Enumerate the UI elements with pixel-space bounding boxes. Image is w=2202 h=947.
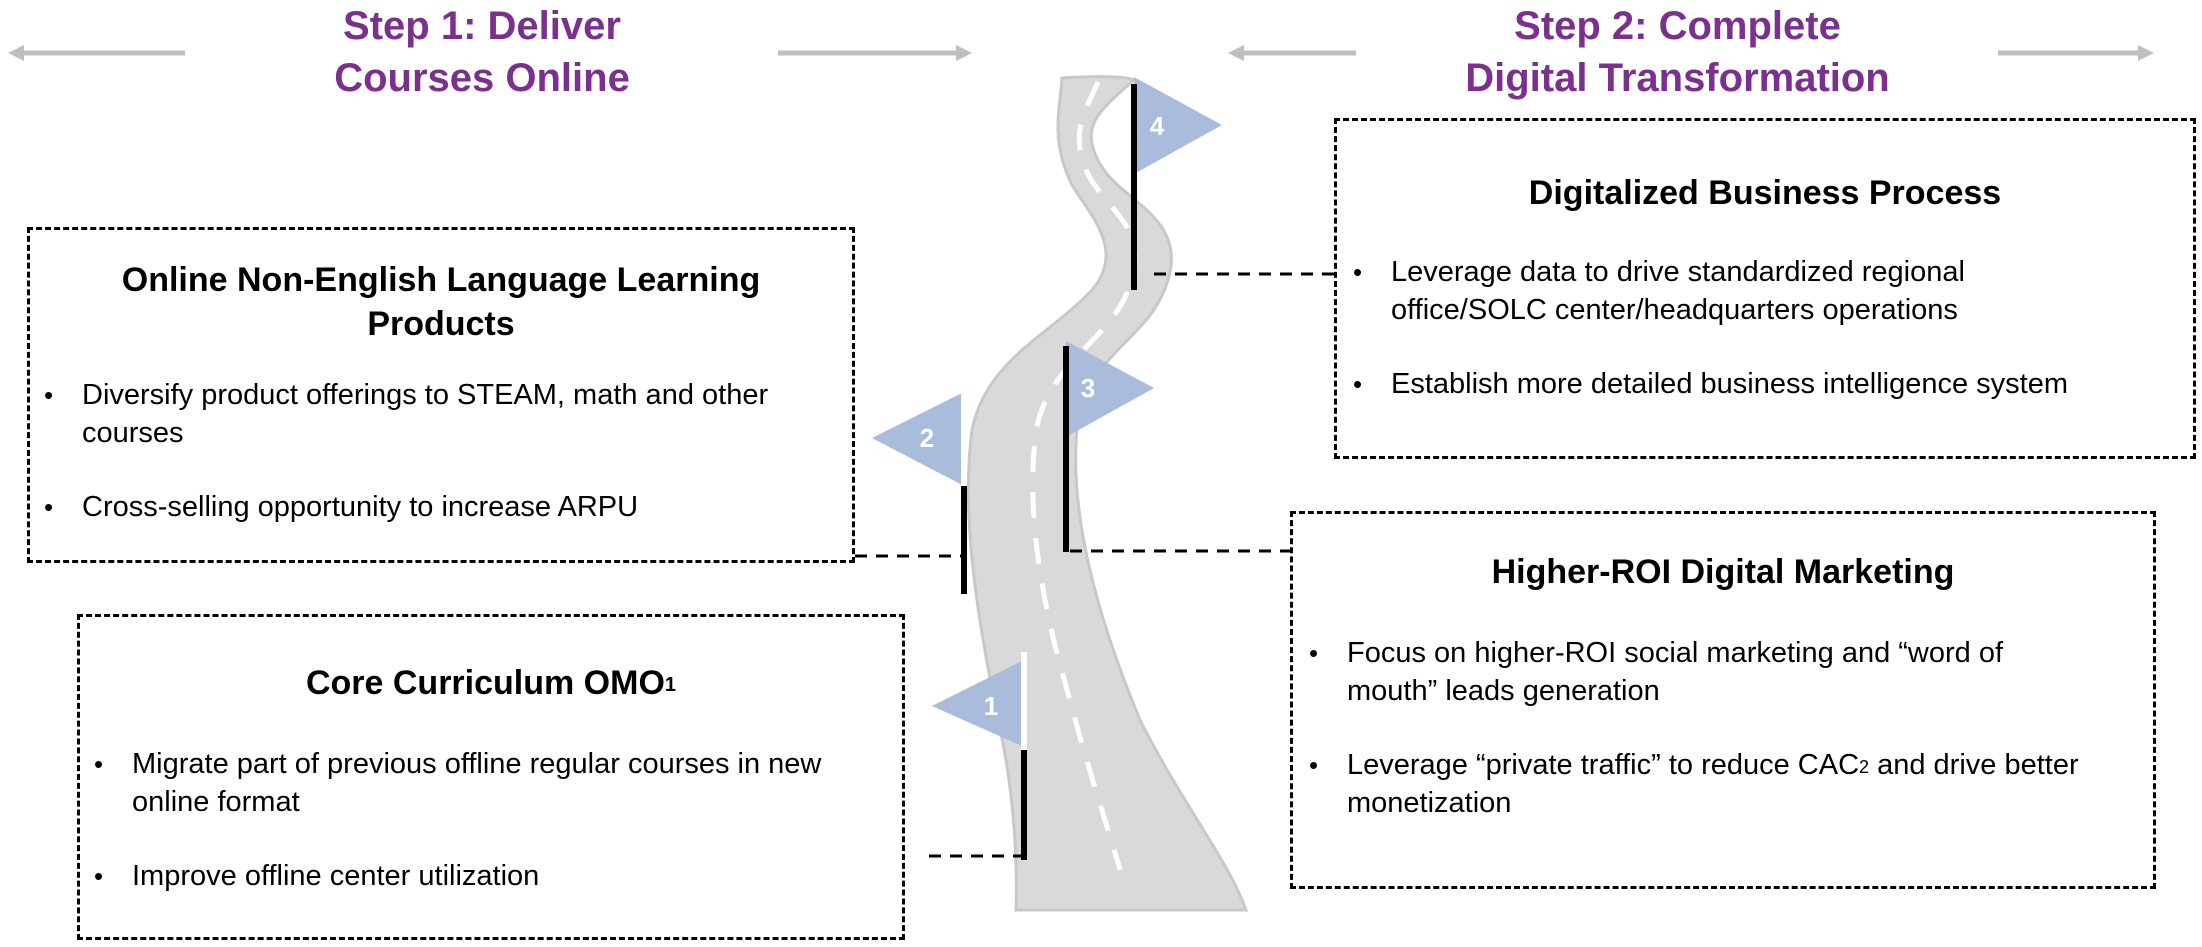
step2-arrow-right-icon bbox=[1998, 45, 2154, 61]
step1-arrow-left-icon bbox=[8, 45, 185, 61]
core-bullet-1: Migrate part of previous offline regular… bbox=[94, 745, 862, 821]
core-bullet-2: Improve offline center utilization bbox=[94, 857, 862, 895]
step2-title-line2: Digital Transformation bbox=[1465, 56, 1890, 100]
language-products-list: Diversify product offerings to STEAM, ma… bbox=[30, 346, 852, 526]
step1-title: Step 1: Deliver Courses Online bbox=[232, 0, 732, 104]
language-products-title: Online Non-English Language Learning Pro… bbox=[121, 261, 761, 343]
flag-2-label: 2 bbox=[920, 423, 934, 453]
marketing-bullet-2-footnote: 2 bbox=[1859, 757, 1870, 777]
step2-title-line1: Step 2: Complete bbox=[1514, 4, 1841, 48]
core-curriculum-box: Core Curriculum OMO1 Migrate part of pre… bbox=[77, 614, 905, 940]
step2-arrow-left-icon bbox=[1228, 45, 1356, 61]
marketing-bullet-2-pre: Leverage “private traffic” to reduce CAC bbox=[1347, 749, 1860, 781]
core-curriculum-footnote: 1 bbox=[664, 674, 677, 696]
process-bullet-2: Establish more detailed business intelli… bbox=[1353, 365, 2153, 403]
digital-marketing-title: Higher-ROI Digital Marketing bbox=[1491, 553, 1955, 591]
digital-marketing-box: Higher-ROI Digital Marketing Focus on hi… bbox=[1290, 511, 2156, 889]
step1-title-line1: Step 1: Deliver bbox=[343, 4, 621, 48]
business-process-list: Leverage data to drive standardized regi… bbox=[1337, 215, 2193, 403]
flag-2-icon: 2 bbox=[872, 384, 967, 594]
step1-arrow-right-icon bbox=[778, 45, 972, 61]
core-curriculum-title: Core Curriculum OMO1 bbox=[80, 617, 902, 705]
core-curriculum-list: Migrate part of previous offline regular… bbox=[80, 705, 902, 895]
flag-4-icon: 4 bbox=[1131, 77, 1222, 290]
marketing-bullet-2: Leverage “private traffic” to reduce CAC… bbox=[1309, 746, 2093, 822]
flag-3-label: 3 bbox=[1081, 373, 1095, 403]
flag-4-label: 4 bbox=[1150, 111, 1165, 141]
core-curriculum-title-text: Core Curriculum OMO bbox=[305, 664, 665, 702]
step2-title: Step 2: Complete Digital Transformation bbox=[1370, 0, 1985, 104]
digital-marketing-list: Focus on higher-ROI social marketing and… bbox=[1293, 594, 2153, 822]
step1-title-line2: Courses Online bbox=[334, 56, 630, 100]
language-bullet-2: Cross-selling opportunity to increase AR… bbox=[44, 488, 782, 526]
business-process-box: Digitalized Business Process Leverage da… bbox=[1334, 118, 2196, 459]
connector-lines bbox=[855, 272, 1334, 858]
marketing-bullet-2-post: and drive better monetization bbox=[1347, 749, 2079, 819]
road-icon bbox=[966, 75, 1249, 912]
flag-1-icon: 1 bbox=[932, 652, 1027, 860]
process-bullet-1: Leverage data to drive standardized regi… bbox=[1353, 253, 2153, 329]
flag-3-icon: 3 bbox=[1063, 341, 1154, 552]
flag-1-label: 1 bbox=[984, 691, 998, 721]
language-bullet-1: Diversify product offerings to STEAM, ma… bbox=[44, 376, 782, 452]
marketing-bullet-1: Focus on higher-ROI social marketing and… bbox=[1309, 634, 2093, 710]
language-products-box: Online Non-English Language Learning Pro… bbox=[27, 227, 855, 563]
business-process-title: Digitalized Business Process bbox=[1528, 174, 2002, 212]
